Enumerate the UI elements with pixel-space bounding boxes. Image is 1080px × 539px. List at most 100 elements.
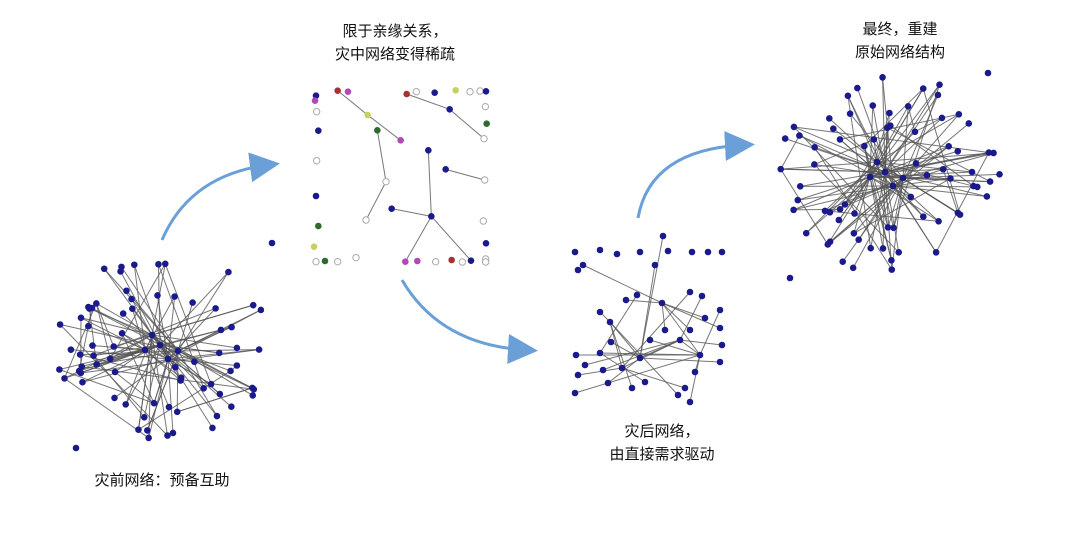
during-network-node bbox=[312, 156, 321, 165]
before-network-node bbox=[169, 429, 177, 437]
final-network-edge bbox=[884, 152, 994, 173]
during-network-edge bbox=[404, 216, 432, 262]
after-network-edge bbox=[577, 367, 623, 376]
before-network-edge bbox=[113, 346, 146, 351]
final-network-edge bbox=[884, 168, 944, 173]
final-network-edge bbox=[838, 176, 871, 221]
before-network-edge bbox=[177, 302, 194, 352]
before-network-edge bbox=[80, 317, 153, 336]
after-network-node bbox=[674, 391, 682, 399]
final-network-node bbox=[996, 171, 1003, 178]
final-network-node bbox=[947, 175, 954, 182]
before-network-node bbox=[93, 300, 100, 307]
before-network-node bbox=[100, 265, 108, 273]
final-network-edge bbox=[842, 177, 904, 262]
during-network-edge bbox=[445, 168, 485, 181]
before-network-node bbox=[122, 401, 130, 408]
after-network-edge bbox=[639, 264, 656, 359]
final-network-node bbox=[911, 128, 919, 136]
before-network-node bbox=[77, 314, 85, 322]
after-network-hub-node bbox=[676, 336, 684, 344]
final-network-node bbox=[781, 135, 789, 142]
final-network-node bbox=[939, 165, 947, 173]
final-network-edge bbox=[914, 117, 943, 133]
before-network-node bbox=[212, 305, 219, 312]
final-network-edge bbox=[814, 147, 893, 270]
final-network-node bbox=[879, 74, 886, 81]
before-network-node bbox=[215, 349, 223, 357]
after-network-edge bbox=[689, 354, 701, 403]
before-network-node bbox=[93, 361, 100, 368]
final-network-edge bbox=[793, 208, 841, 211]
after-disaster-label: 灾后网络， 由直接需求驱动 bbox=[609, 420, 714, 466]
before-network-node bbox=[228, 403, 235, 411]
before-network-node bbox=[233, 362, 241, 369]
final-network-edge bbox=[884, 117, 943, 173]
before-network-edge bbox=[80, 350, 179, 356]
during-network-edge bbox=[406, 93, 450, 110]
final-network-edge bbox=[863, 145, 889, 228]
before-network-node bbox=[118, 330, 126, 337]
after-network-hub-node bbox=[636, 354, 644, 362]
after-network-edge bbox=[699, 309, 721, 356]
final-network-node bbox=[990, 149, 997, 157]
before-network-node bbox=[200, 385, 207, 392]
after-network-node bbox=[701, 314, 709, 322]
final-network-node bbox=[968, 168, 976, 176]
final-network-node bbox=[888, 266, 896, 273]
before-network-node bbox=[249, 392, 257, 399]
during-network-node bbox=[431, 89, 438, 96]
before-network-edge bbox=[148, 358, 169, 439]
final-network-node bbox=[904, 103, 912, 110]
before-network-edge bbox=[93, 355, 145, 418]
final-network-node bbox=[830, 125, 837, 132]
before-network-node bbox=[255, 346, 263, 353]
before-network-edge bbox=[64, 303, 97, 379]
before-network-node bbox=[155, 260, 162, 268]
after-network-hub-node bbox=[696, 351, 704, 359]
before-network-node bbox=[249, 301, 257, 309]
before-network-edge bbox=[157, 264, 161, 346]
during-network-node bbox=[382, 177, 390, 186]
final-network-edge bbox=[922, 88, 961, 215]
during-network-node bbox=[480, 176, 489, 184]
before-network-node bbox=[79, 378, 86, 386]
final-network-edge bbox=[847, 95, 872, 249]
before-network-node bbox=[85, 303, 92, 311]
final-network-node bbox=[956, 211, 964, 218]
isolated-node bbox=[984, 69, 992, 77]
final-network-node bbox=[890, 224, 897, 232]
before-network-node bbox=[145, 434, 152, 442]
before-network-edge bbox=[137, 334, 153, 430]
after-network-hub-node bbox=[658, 299, 666, 307]
after-network-edge bbox=[609, 321, 679, 396]
final-network-hub-node bbox=[899, 174, 907, 182]
after-network-node bbox=[613, 250, 621, 258]
final-network-node bbox=[870, 136, 878, 143]
after-network-node bbox=[716, 358, 724, 366]
final-network-node bbox=[938, 114, 946, 122]
final-network-edge bbox=[876, 113, 960, 163]
final-network-node bbox=[869, 102, 877, 109]
before-network-edge bbox=[125, 344, 161, 405]
before-network-node bbox=[165, 403, 173, 411]
final-network-edge bbox=[780, 135, 800, 170]
final-network-node bbox=[932, 249, 940, 256]
before-network-node bbox=[250, 385, 258, 393]
after-network-edge bbox=[639, 357, 721, 363]
final-label-line1: 最终，重建 bbox=[862, 20, 938, 38]
before-network-node bbox=[85, 322, 92, 330]
final-network-node bbox=[790, 206, 797, 214]
after-network-node bbox=[716, 306, 724, 314]
after-network-edge bbox=[610, 341, 641, 359]
before-network-edge bbox=[131, 308, 153, 336]
before-network-node bbox=[118, 263, 125, 271]
during-network-node bbox=[412, 87, 421, 96]
final-network-edge bbox=[882, 171, 886, 249]
during-network-node bbox=[374, 127, 381, 134]
after-network-node bbox=[571, 389, 579, 397]
during-network-node bbox=[483, 120, 490, 127]
after-network-edge bbox=[582, 264, 663, 304]
final-network-edge bbox=[884, 94, 939, 173]
